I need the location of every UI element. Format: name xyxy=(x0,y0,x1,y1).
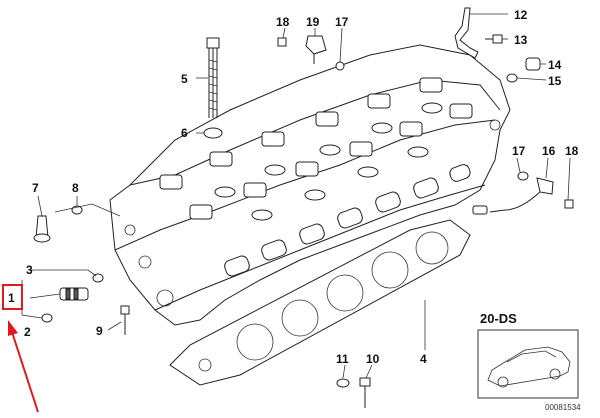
callout-6: 6 xyxy=(181,126,188,140)
callout-11a: 11 xyxy=(336,352,349,366)
callout-3: 3 xyxy=(26,263,33,277)
plug-part14 xyxy=(525,57,541,71)
inset-title: 20-DS xyxy=(480,311,517,326)
callout-1: 1 xyxy=(8,291,15,305)
ring-part15 xyxy=(506,73,518,83)
callout-9: 9 xyxy=(96,324,103,338)
bolt-part18b xyxy=(564,199,574,209)
ports xyxy=(224,164,471,277)
callout-18a: 18 xyxy=(276,15,290,29)
sensor-part16 xyxy=(472,177,554,215)
callout-8: 8 xyxy=(72,181,79,195)
bolt-part18a xyxy=(277,37,287,47)
bolt-part10 xyxy=(359,377,371,408)
head-gasket xyxy=(169,219,471,386)
cam-caps xyxy=(159,77,473,220)
callout-2: 2 xyxy=(24,325,31,339)
ring-part17b xyxy=(517,171,529,181)
cylinder-head xyxy=(109,44,511,326)
washer-part6 xyxy=(203,127,223,139)
stud-bolt-part5 xyxy=(206,37,220,118)
callout-10: 10 xyxy=(366,352,380,366)
seal-part2 xyxy=(41,313,53,323)
car-outline xyxy=(487,346,571,387)
bolt-part13 xyxy=(485,34,503,44)
callout-numbers: 1 2 3 4 5 6 7 8 9 10 11 12 13 14 15 16 1… xyxy=(8,8,579,366)
plug-part7 xyxy=(33,215,51,243)
callout-17b: 17 xyxy=(512,144,526,158)
callout-14: 14 xyxy=(548,58,562,72)
diagram-code: 00081534 xyxy=(545,403,581,412)
callout-16: 16 xyxy=(542,144,556,158)
callout-4: 4 xyxy=(420,352,427,366)
sensor-part1 xyxy=(59,287,89,301)
callout-18b: 18 xyxy=(565,144,579,158)
callout-15: 15 xyxy=(548,74,562,88)
sensor-part19 xyxy=(305,35,327,64)
leader-lines xyxy=(21,13,571,379)
bracket-part12 xyxy=(454,7,479,59)
callout-7: 7 xyxy=(32,181,39,195)
part1-highlight-box xyxy=(2,284,23,310)
callout-19: 19 xyxy=(306,15,320,29)
callout-17a: 17 xyxy=(335,15,349,29)
callout-5: 5 xyxy=(181,72,188,86)
red-arrow xyxy=(8,320,39,413)
callout-13: 13 xyxy=(514,33,528,47)
lifter-towers xyxy=(214,102,443,221)
bolt-part9 xyxy=(120,305,130,335)
ring-part17a xyxy=(335,61,345,71)
washer-part11 xyxy=(336,378,350,388)
vehicle-inset: 20-DS 00081534 xyxy=(477,311,581,412)
callout-12: 12 xyxy=(514,8,528,22)
